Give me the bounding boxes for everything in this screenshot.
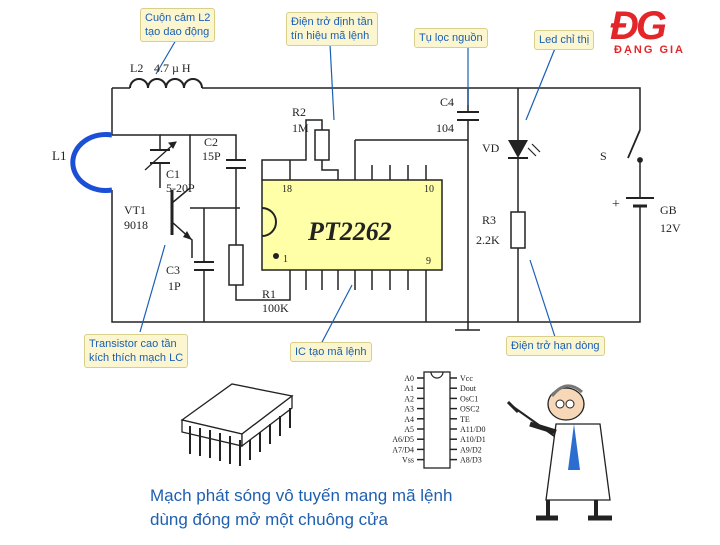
- value-c3: 1P: [168, 279, 181, 293]
- capacitor-c4: [457, 111, 479, 121]
- callout-r2: Điện trở định tần tín hiệu mã lệnh: [286, 12, 378, 46]
- pinout-left-label: A2: [404, 394, 414, 403]
- callout-transistor: Transistor cao tần kích thích mạch LC: [84, 334, 189, 368]
- brand-logo: ĐG ĐẠNG GIA: [600, 4, 712, 74]
- capacitor-c1: [144, 141, 177, 171]
- pinout-right-label: A10/D1: [460, 435, 486, 444]
- battery-plus-sign: +: [612, 197, 620, 212]
- caption-line2: dùng đóng mở một chuông cửa: [150, 510, 389, 529]
- pinout-left-label: Vss: [402, 456, 414, 465]
- capacitor-c2: [226, 159, 246, 169]
- pinout-right-label: A8/D3: [460, 456, 482, 465]
- resistor-r2: [314, 129, 330, 161]
- label-l2: L2: [130, 61, 143, 75]
- callout-r3: Điện trở hạn dòng: [506, 336, 605, 356]
- label-vd: VD: [482, 141, 500, 155]
- pinout-right-label: OsC1: [460, 394, 478, 403]
- pinout-right-label: A9/D2: [460, 445, 482, 454]
- label-gb: GB: [660, 203, 677, 217]
- callout-c4-line1: Tụ lọc nguồn: [419, 32, 483, 44]
- switch-s: [627, 129, 643, 163]
- callout-r3-line1: Điện trở hạn dòng: [511, 340, 600, 352]
- callout-led-line1: Led chỉ thị: [539, 34, 590, 46]
- wires: [111, 87, 641, 331]
- label-s: S: [600, 149, 607, 163]
- ic-pin-1: 1: [283, 254, 288, 265]
- callout-transistor-line2: kích thích mạch LC: [89, 352, 184, 364]
- value-r2: 1M: [292, 121, 309, 135]
- value-vt1: 9018: [124, 218, 148, 232]
- pinout-right-label: OSC2: [460, 405, 480, 414]
- value-r3: 2.2K: [476, 233, 500, 247]
- resistor-r1: [228, 244, 244, 286]
- pinout-chip: [423, 371, 451, 469]
- label-r2: R2: [292, 105, 306, 119]
- pinout-right-label: Dout: [460, 384, 477, 393]
- label-c4: C4: [440, 95, 454, 109]
- resistor-r3: [510, 211, 526, 249]
- ic-pin-18: 18: [282, 184, 292, 195]
- transistor-vt1: [170, 190, 192, 240]
- value-gb: 12V: [660, 221, 681, 235]
- inductor-l2: [129, 78, 203, 89]
- caption-line1: Mạch phát sóng vô tuyến mang mã lệnh: [150, 486, 453, 505]
- pinout-left-label: A4: [404, 415, 414, 424]
- label-c3: C3: [166, 263, 180, 277]
- callout-ic-line1: IC tạo mã lệnh: [295, 346, 367, 358]
- label-c1: C1: [166, 167, 180, 181]
- value-r1: 100K: [262, 301, 289, 315]
- callout-r2-line1: Điện trở định tần: [291, 16, 373, 28]
- brand-mark: ĐG: [610, 4, 667, 48]
- value-c4: 104: [436, 121, 454, 135]
- callout-l2-line2: tạo dao động: [145, 26, 210, 38]
- pinout-left-label: A0: [404, 374, 414, 383]
- pinout-right-label: A11/D0: [460, 425, 485, 434]
- pinout-left-label: A1: [404, 384, 414, 393]
- callout-ic: IC tạo mã lệnh: [290, 342, 372, 362]
- pinout-left-label: A7/D4: [392, 445, 414, 454]
- callout-transistor-line1: Transistor cao tần: [89, 338, 177, 350]
- callout-pointers: [139, 39, 557, 347]
- pinout-right-label: Vcc: [460, 374, 473, 383]
- inductor-l1: [70, 132, 113, 193]
- brand-name: ĐẠNG GIA: [614, 44, 685, 56]
- callout-r2-line2: tín hiệu mã lệnh: [291, 30, 370, 42]
- ic-pt2262: [261, 179, 443, 271]
- dip-chip-illustration: [180, 383, 294, 466]
- callout-c4: Tụ lọc nguồn: [414, 28, 488, 48]
- ic-pin-10: 10: [424, 184, 434, 195]
- label-r1: R1: [262, 287, 276, 301]
- pinout-left-label: A3: [404, 405, 414, 414]
- value-l2: 4.7 µ H: [154, 61, 191, 75]
- pinout-left-label: A5: [404, 425, 414, 434]
- pinout-left-label: A6/D5: [392, 435, 414, 444]
- led-vd: [508, 140, 541, 159]
- callout-l2: Cuộn cảm L2 tạo dao động: [140, 8, 216, 42]
- callout-led: Led chỉ thị: [534, 30, 595, 50]
- ic-label: PT2262: [307, 217, 392, 246]
- value-c1: 5-20P: [166, 181, 195, 195]
- ic-pin-9: 9: [426, 256, 431, 267]
- label-r3: R3: [482, 213, 496, 227]
- professor-illustration: [506, 384, 612, 521]
- label-c2: C2: [204, 135, 218, 149]
- capacitor-c3: [194, 261, 214, 271]
- label-l1: L1: [52, 148, 66, 163]
- callout-l2-line1: Cuộn cảm L2: [145, 12, 211, 24]
- label-vt1: VT1: [124, 203, 146, 217]
- pinout-right-label: TE: [460, 415, 470, 424]
- battery-gb: [626, 197, 654, 235]
- value-c2: 15P: [202, 149, 221, 163]
